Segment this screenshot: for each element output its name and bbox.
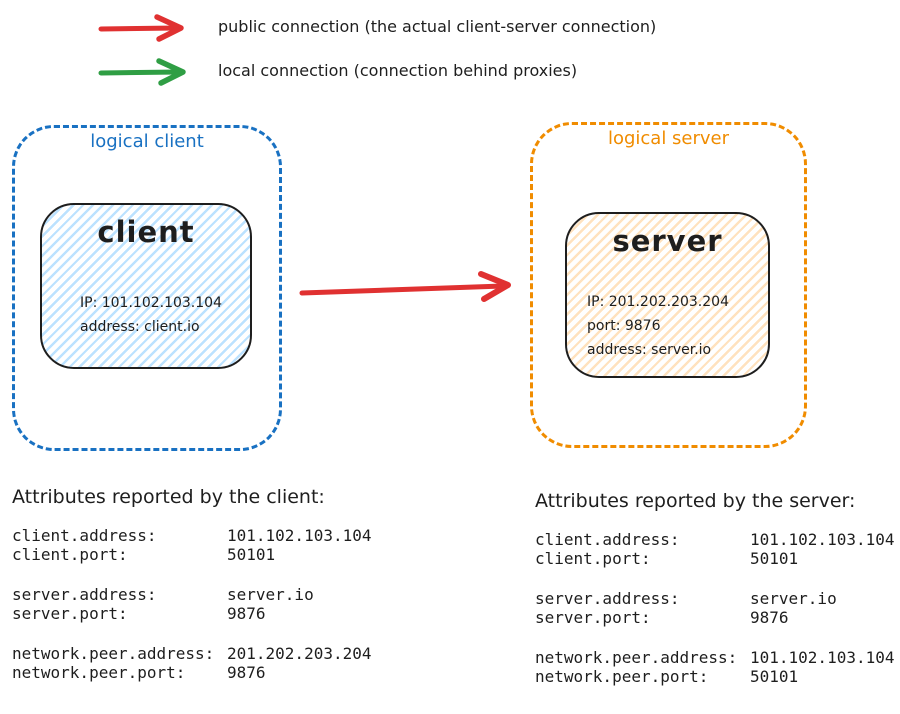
attr-value: server.io [750, 589, 837, 608]
local-arrow-head [156, 58, 186, 86]
attr-row: client.address: 101.102.103.104 [12, 526, 372, 545]
attr-key: server.port: [12, 604, 128, 623]
logical-client-boundary [12, 125, 282, 451]
attr-key: network.peer.address: [12, 644, 215, 663]
public-arrow-shaft [98, 25, 180, 32]
attr-key: client.port: [535, 549, 651, 568]
attr-value: 50101 [750, 549, 799, 568]
local-connection-arrow-icon [98, 58, 186, 86]
attr-value: 101.102.103.104 [750, 648, 895, 667]
legend-label-public: public connection (the actual client-ser… [218, 17, 657, 36]
connection-arrow-head [478, 271, 511, 302]
attr-row: server.port: 9876 [535, 608, 895, 627]
attr-value: 101.102.103.104 [750, 530, 895, 549]
server-node-title: server [612, 224, 723, 258]
attr-value: 201.202.203.204 [227, 644, 372, 663]
attr-row: server.address: server.io [535, 589, 895, 608]
attr-key: client.address: [12, 526, 157, 545]
server-ip-line: IP: 201.202.203.204 [587, 294, 729, 310]
server-node: server IP: 201.202.203.204 port: 9876 ad… [565, 212, 770, 378]
attr-key: network.peer.port: [535, 667, 709, 686]
attr-key: network.peer.address: [535, 648, 738, 667]
client-attr-group-network-peer: network.peer.address: 201.202.203.204 ne… [12, 644, 372, 682]
attr-row: client.address: 101.102.103.104 [535, 530, 895, 549]
attr-row: server.port: 9876 [12, 604, 372, 623]
attr-key: network.peer.port: [12, 663, 186, 682]
logical-server-label: logical server [607, 128, 730, 149]
attr-row: network.peer.address: 201.202.203.204 [12, 644, 372, 663]
server-port-line: port: 9876 [587, 318, 661, 334]
client-attributes-section: Attributes reported by the client: clien… [12, 484, 372, 703]
attr-value: server.io [227, 585, 314, 604]
client-node: client IP: 101.102.103.104 address: clie… [40, 203, 252, 369]
attr-value: 101.102.103.104 [227, 526, 372, 545]
client-ip-line: IP: 101.102.103.104 [80, 295, 222, 311]
attr-key: client.port: [12, 545, 128, 564]
server-address-line: address: server.io [587, 342, 712, 358]
server-attr-group-server: server.address: server.io server.port: 9… [535, 589, 895, 627]
attr-row: network.peer.port: 50101 [535, 667, 895, 686]
attr-row: network.peer.port: 9876 [12, 663, 372, 682]
logical-server-boundary [530, 122, 807, 448]
client-to-server-arrow [299, 271, 511, 302]
client-node-details: IP: 101.102.103.104 address: client.io [80, 291, 222, 339]
server-attr-group-client: client.address: 101.102.103.104 client.p… [535, 530, 895, 568]
attr-row: network.peer.address: 101.102.103.104 [535, 648, 895, 667]
attr-key: server.address: [12, 585, 157, 604]
attr-value: 9876 [227, 604, 266, 623]
attr-key: server.address: [535, 589, 680, 608]
attr-key: server.port: [535, 608, 651, 627]
attr-value: 9876 [227, 663, 266, 682]
server-attr-group-network-peer: network.peer.address: 101.102.103.104 ne… [535, 648, 895, 686]
attr-row: server.address: server.io [12, 585, 372, 604]
attr-value: 9876 [750, 608, 789, 627]
logical-client-label: logical client [90, 131, 204, 152]
server-attributes-section: Attributes reported by the server: clien… [535, 488, 895, 707]
client-address-line: address: client.io [80, 319, 200, 335]
local-arrow-shaft [98, 69, 182, 76]
public-connection-arrow-icon [98, 14, 184, 42]
client-attributes-title: Attributes reported by the client: [12, 486, 325, 508]
attr-row: client.port: 50101 [12, 545, 372, 564]
attr-key: client.address: [535, 530, 680, 549]
public-arrow-head [154, 14, 184, 42]
connection-arrow-shaft [299, 283, 506, 296]
attr-row: client.port: 50101 [535, 549, 895, 568]
client-attr-group-server: server.address: server.io server.port: 9… [12, 585, 372, 623]
client-node-title: client [97, 215, 195, 249]
server-node-details: IP: 201.202.203.204 port: 9876 address: … [587, 290, 729, 362]
client-attr-group-client: client.address: 101.102.103.104 client.p… [12, 526, 372, 564]
server-attributes-title: Attributes reported by the server: [535, 490, 856, 512]
attr-value: 50101 [750, 667, 799, 686]
attr-value: 50101 [227, 545, 276, 564]
legend-label-local: local connection (connection behind prox… [218, 61, 578, 80]
